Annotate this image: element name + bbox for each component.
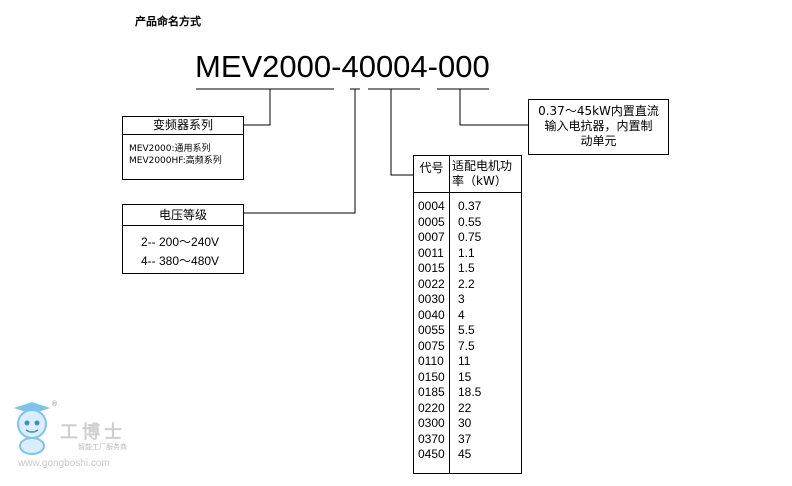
code-cell: 0220 (418, 400, 445, 415)
power-cell: 30 (458, 416, 472, 430)
power-list: 0.37 0.55 0.75 1.1 1.5 2.2 3 4 5.5 7.5 1… (458, 199, 481, 463)
code-column (414, 156, 450, 473)
code-cell: 0011 (418, 245, 444, 260)
code-list: 0004 0005 0007 0011 0015 0022 0030 0040 … (418, 199, 445, 463)
power-cell: 22 (458, 400, 472, 415)
code-cell: 0007 (418, 230, 445, 244)
voltage-box: 电压等级 2-- 200～240V 4-- 380～480V (122, 204, 244, 274)
power-cell: 11 (458, 354, 471, 368)
power-cell: 15 (458, 369, 472, 384)
reactor-line-1: 0.37～45kW内置直流 (538, 104, 659, 118)
code-cell: 0022 (418, 276, 445, 291)
code-cell: 0075 (418, 338, 445, 353)
power-table: 代号 适配电机功 率（kW） 0004 0005 0007 0011 0015 … (413, 155, 522, 474)
watermark: ® 工博士 智能工厂服务商 www.gongboshi.com (8, 398, 148, 478)
power-table-header (414, 156, 521, 193)
power-cell: 3 (458, 292, 465, 306)
power-cell: 1.1 (458, 245, 475, 260)
power-cell: 18.5 (458, 385, 482, 399)
power-cell: 1.5 (458, 261, 475, 275)
reactor-line-3: 动单元 (580, 134, 617, 148)
power-cell: 0.55 (458, 214, 482, 229)
series-box-header: 变频器系列 (123, 117, 243, 135)
reactor-box: 0.37～45kW内置直流 输入电抗器，内置制 动单元 (528, 99, 669, 155)
mascot-icon (14, 402, 50, 455)
code-cell: 0005 (418, 214, 445, 229)
page-title: 产品命名方式 (135, 15, 201, 28)
code-cell: 0055 (418, 323, 445, 337)
code-cell: 0150 (418, 369, 445, 384)
reactor-line-2: 输入电抗器，内置制 (544, 119, 653, 133)
code-cell: 0110 (418, 354, 444, 368)
power-cell: 2.2 (458, 276, 475, 291)
model-code: MEV2000-40004-000 (195, 49, 490, 84)
watermark-url: www.gongboshi.com (18, 458, 110, 469)
power-cell: 45 (458, 447, 472, 461)
code-cell: 0450 (418, 447, 445, 461)
power-column-header: 适配电机功 率（kW） (452, 159, 513, 188)
power-cell: 0.75 (458, 230, 482, 244)
code-cell: 0030 (418, 292, 445, 306)
code-cell: 0004 (418, 199, 445, 213)
voltage-line-400v: 4-- 380～480V (141, 254, 220, 268)
series-box: 变频器系列 MEV2000:通用系列 MEV2000HF:高频系列 (122, 116, 244, 180)
code-cell: 0015 (418, 261, 445, 275)
power-cell: 7.5 (458, 338, 475, 353)
power-cell: 37 (458, 431, 472, 446)
power-cell: 5.5 (458, 323, 475, 337)
code-cell: 0185 (418, 385, 445, 399)
watermark-brand: 工博士 (60, 422, 126, 443)
voltage-box-header: 电压等级 (123, 205, 243, 226)
code-cell: 0300 (418, 416, 445, 430)
power-cell: 4 (458, 307, 465, 322)
registered-mark: ® (51, 400, 58, 408)
series-line-general: MEV2000:通用系列 (129, 144, 211, 154)
power-cell: 0.37 (458, 199, 482, 213)
code-cell: 0370 (418, 431, 445, 446)
series-line-high-frequency: MEV2000HF:高频系列 (129, 156, 222, 166)
voltage-line-200v: 2-- 200～240V (141, 235, 220, 249)
code-cell: 0040 (418, 307, 445, 322)
code-column-header: 代号 (419, 161, 444, 175)
watermark-tagline: 智能工厂服务商 (78, 443, 127, 451)
